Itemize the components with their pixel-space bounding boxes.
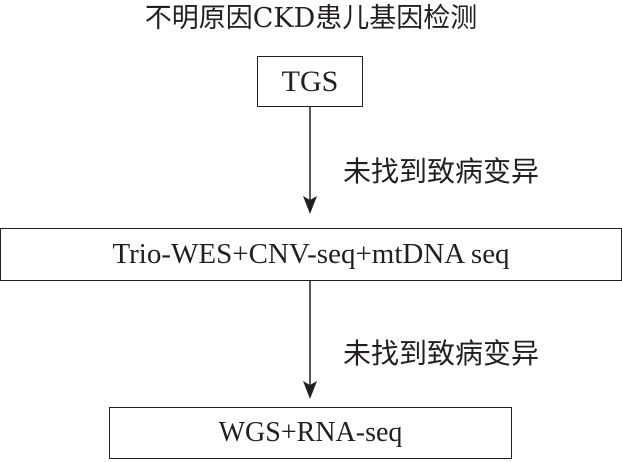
flow-node-wgs-label: WGS+RNA-seq — [218, 417, 403, 448]
flow-arrow-wes-to-wgs — [303, 281, 317, 399]
flow-node-trio-wes: Trio-WES+CNV-seq+mtDNA seq — [0, 228, 622, 281]
flow-edge-label-2: 未找到致病变异 — [343, 337, 540, 370]
flow-node-trio-wes-label: Trio-WES+CNV-seq+mtDNA seq — [112, 238, 510, 270]
flow-node-wgs: WGS+RNA-seq — [109, 407, 512, 459]
flow-node-tgs: TGS — [257, 56, 363, 107]
diagram-title: 不明原因CKD患儿基因检测 — [144, 3, 478, 34]
flow-arrow-tgs-to-wes — [303, 107, 317, 214]
flow-node-tgs-label: TGS — [281, 64, 339, 98]
flow-edge-label-1: 未找到致病变异 — [343, 155, 540, 188]
